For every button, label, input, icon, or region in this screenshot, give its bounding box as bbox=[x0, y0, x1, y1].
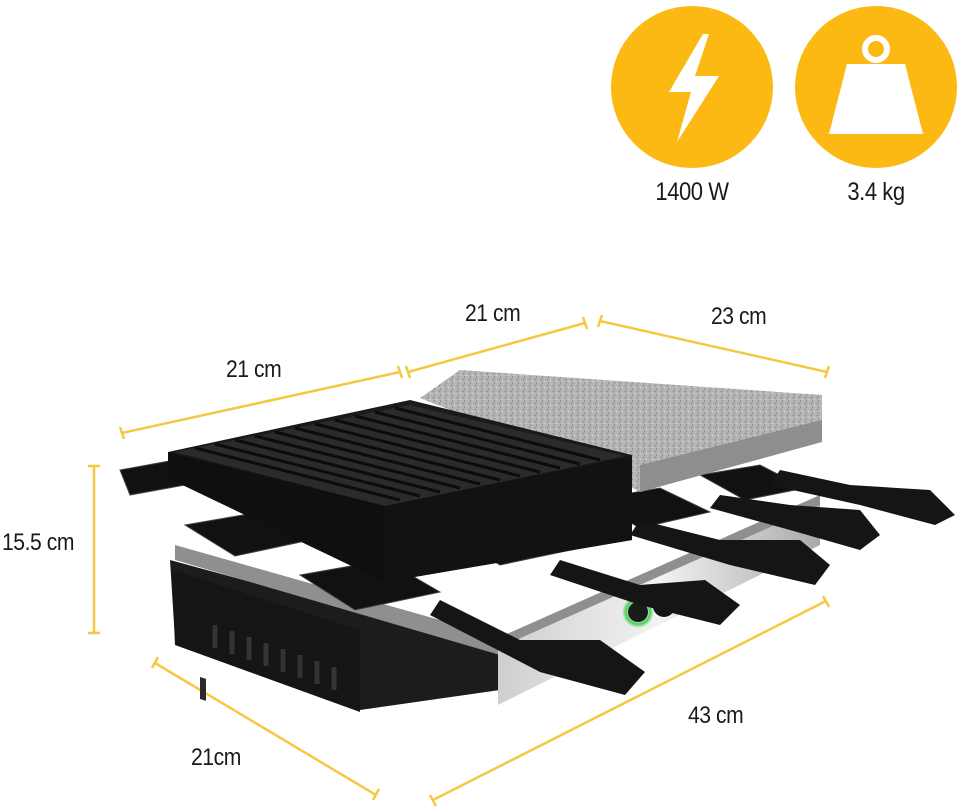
dimension-lines bbox=[88, 314, 831, 807]
power-badge bbox=[611, 6, 773, 168]
dimension-height: 15.5 cm bbox=[2, 529, 75, 556]
dimension-top-right: 23 cm bbox=[711, 303, 767, 330]
weight-label: 3.4 kg bbox=[847, 178, 905, 206]
weight-icon bbox=[829, 35, 923, 134]
pan-handles bbox=[430, 470, 955, 695]
weight-badge bbox=[795, 6, 957, 168]
dimension-top-middle: 21 cm bbox=[465, 300, 521, 327]
dimension-bottom-length: 43 cm bbox=[688, 702, 744, 729]
lightning-bolt-icon bbox=[669, 34, 719, 142]
dimension-bottom-depth: 21cm bbox=[191, 744, 241, 771]
dimension-top-left: 21 cm bbox=[226, 356, 282, 383]
grill-plate bbox=[168, 400, 632, 582]
power-label: 1400 W bbox=[655, 178, 729, 206]
stone-plate bbox=[420, 370, 822, 492]
